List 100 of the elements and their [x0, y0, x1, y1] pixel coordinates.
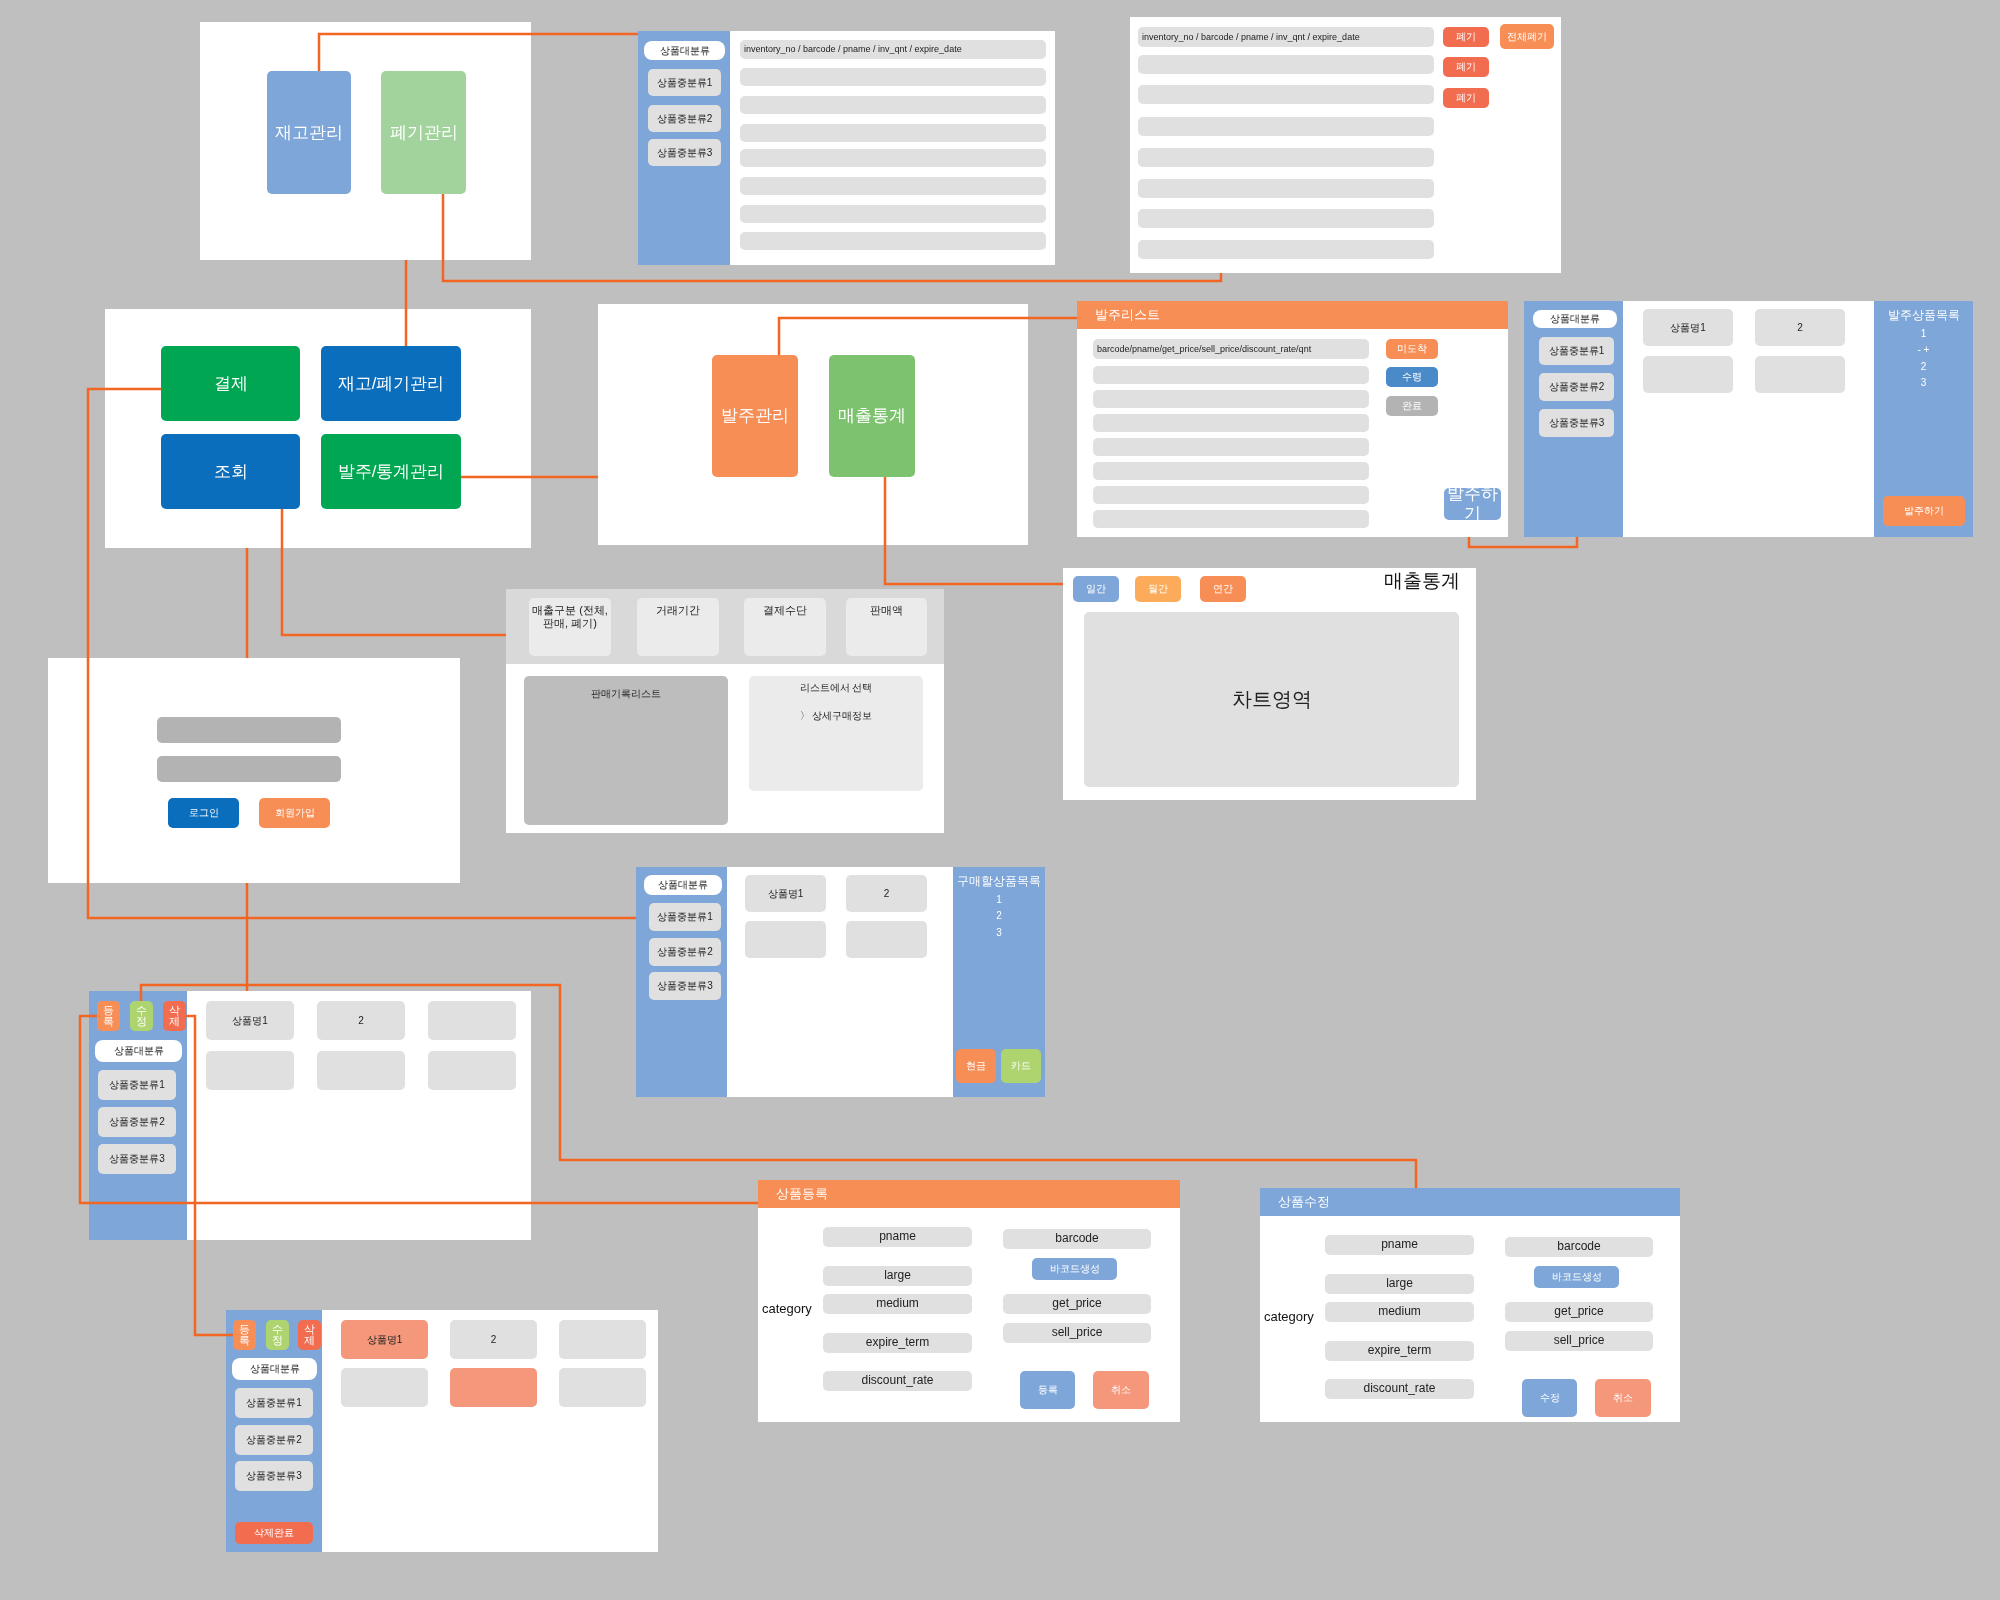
- category-button: 상품중분류3: [98, 1144, 176, 1174]
- list-row: [740, 68, 1046, 86]
- list-panel: 판매기록리스트: [524, 676, 728, 825]
- screen-panel: [1130, 17, 1561, 273]
- screen-panel: [1524, 301, 1973, 537]
- category-button: 상품중분류3: [649, 972, 721, 1000]
- product-tile: [317, 1051, 405, 1090]
- action-button: 수정: [130, 1001, 153, 1031]
- list-row: [740, 205, 1046, 223]
- connector-line: [404, 260, 408, 346]
- sidebar-panel: [1524, 301, 1623, 537]
- filter-bar: [506, 589, 944, 664]
- input-field: medium: [1325, 1302, 1474, 1322]
- connector-line: [86, 387, 636, 920]
- category-tab: 상품대분류: [644, 41, 725, 60]
- category-button: 상품중분류2: [1539, 373, 1614, 401]
- list-number: 3: [1920, 377, 1927, 389]
- header-bar: 발주리스트: [1077, 301, 1508, 329]
- input-field: discount_rate: [823, 1371, 972, 1391]
- product-tile: [428, 1001, 516, 1040]
- screen-panel: [1077, 301, 1508, 537]
- list-row: [1093, 462, 1369, 480]
- connector-line: [883, 477, 1063, 586]
- product-tile: 상품명1: [1643, 309, 1733, 346]
- field-label: category: [1264, 1310, 1314, 1325]
- link-text: 〉 상세구매정보: [799, 709, 873, 721]
- product-tile: [846, 921, 927, 958]
- screen-title: 매출통계: [1384, 570, 1460, 592]
- category-button: 상품중분류3: [1539, 409, 1614, 437]
- action-button: 등록: [97, 1001, 120, 1031]
- list-row: barcode/pname/get_price/sell_price/discount_rate/qnt: [1093, 339, 1369, 359]
- product-tile: [450, 1368, 537, 1407]
- list-row: [740, 124, 1046, 142]
- connector-line: [245, 883, 249, 991]
- list-number: 2: [1920, 360, 1927, 373]
- action-button: 삭제: [163, 1001, 186, 1031]
- action-button: 등록: [1020, 1371, 1075, 1409]
- screen-panel: [200, 22, 531, 260]
- sidebar-panel: [89, 991, 187, 1240]
- menu-button: 발주/통계관리: [321, 434, 461, 509]
- input-field: discount_rate: [1325, 1379, 1474, 1399]
- list-row: [740, 232, 1046, 250]
- list-row: [1093, 414, 1369, 432]
- list-row: inventory_no / barcode / pname / inv_qnt / expire_date: [1138, 27, 1434, 47]
- chart-area: 차트영역: [1084, 612, 1459, 787]
- list-number: 2: [996, 910, 1002, 922]
- list-row: inventory_no / barcode / pname / inv_qnt / expire_date: [740, 40, 1046, 59]
- input-field: medium: [823, 1294, 972, 1314]
- screen-panel: [506, 589, 944, 833]
- action-button: 수정: [266, 1320, 289, 1350]
- period-tab: 월간: [1135, 576, 1181, 602]
- menu-button: 폐기관리: [381, 71, 466, 194]
- category-tab: 상품대분류: [644, 875, 722, 895]
- screen-panel: [598, 304, 1028, 545]
- category-button: 상품중분류1: [235, 1388, 313, 1418]
- input-field: large: [823, 1266, 972, 1286]
- cart-panel: [1874, 301, 1973, 537]
- sidebar-panel: [636, 867, 727, 1097]
- action-button: 전체폐기: [1500, 24, 1554, 49]
- product-tile: [206, 1051, 294, 1090]
- connector-line: [1467, 537, 1579, 549]
- action-button: 카드: [1001, 1049, 1041, 1083]
- category-tab: 상품대분류: [232, 1358, 317, 1380]
- product-tile: 2: [317, 1001, 405, 1040]
- filter-box: 결제수단: [744, 598, 826, 656]
- input-field: expire_term: [1325, 1341, 1474, 1361]
- category-button: 상품중분류1: [98, 1070, 176, 1100]
- menu-button: 매출통계: [829, 355, 915, 477]
- box-title: 리스트에서 선택: [799, 682, 873, 694]
- period-tab: 일간: [1073, 576, 1119, 602]
- list-row: [740, 96, 1046, 114]
- connector-line: [139, 983, 1418, 1188]
- input-field: barcode: [1003, 1229, 1151, 1249]
- list-row: [1093, 486, 1369, 504]
- action-button: 발주하기: [1883, 496, 1965, 526]
- sidebar-panel: [638, 31, 730, 265]
- quantity-stepper: - +: [1917, 344, 1930, 356]
- action-button: 삭제완료: [235, 1522, 313, 1544]
- panel-title: 구매할상품목록: [957, 875, 1041, 889]
- category-button: 상품중분류2: [648, 105, 721, 132]
- menu-button: 결제: [161, 346, 300, 421]
- product-tile: [745, 921, 826, 958]
- product-tile: [1755, 356, 1845, 393]
- product-tile: [559, 1320, 646, 1359]
- list-row: [1138, 148, 1434, 167]
- category-tab: 상품대분류: [1533, 310, 1617, 328]
- list-row: [740, 177, 1046, 195]
- category-button: 상품중분류3: [235, 1461, 313, 1491]
- category-button: 상품중분류2: [98, 1107, 176, 1137]
- sidebar-panel: [226, 1310, 322, 1552]
- connector-line: [245, 548, 249, 658]
- connector-line: [317, 32, 638, 71]
- category-button: 상품중분류1: [1539, 337, 1614, 365]
- list-row: [1093, 510, 1369, 528]
- action-button: 미도착: [1386, 339, 1438, 359]
- list-row: [1138, 240, 1434, 259]
- action-button: 수정: [1522, 1379, 1577, 1417]
- connector-line: [280, 509, 506, 637]
- action-button: 폐기: [1443, 57, 1489, 77]
- input-field: expire_term: [823, 1333, 972, 1353]
